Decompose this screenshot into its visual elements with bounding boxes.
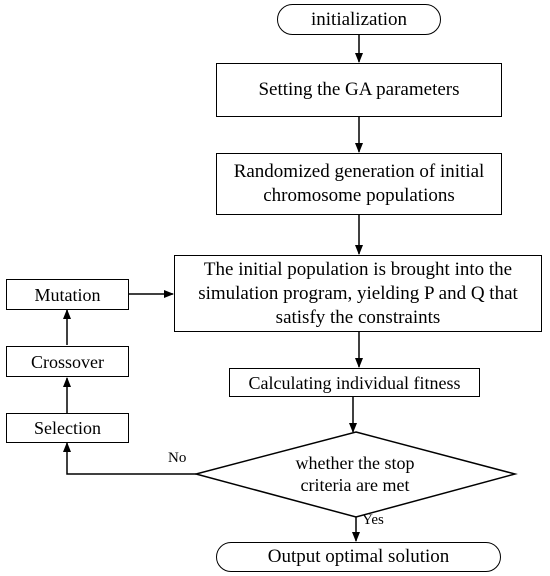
arrow-decision-to-selection: [63, 442, 196, 475]
random-generation-node: Randomized generation of initial chromos…: [216, 153, 502, 215]
mutation-node: Mutation: [6, 279, 129, 310]
output-node: Output optimal solution: [216, 542, 501, 572]
crossover-node: Crossover: [6, 346, 129, 377]
yes-label: Yes: [362, 512, 384, 528]
decision-label: whether the stop criteria are met: [295, 453, 415, 495]
start-node: initialization: [277, 4, 441, 35]
set-params-node: Setting the GA parameters: [216, 63, 502, 117]
selection-node: Selection: [6, 413, 129, 443]
no-label: No: [168, 450, 187, 466]
fitness-node: Calculating individual fitness: [229, 368, 480, 397]
simulation-node: The initial population is brought into t…: [174, 255, 542, 332]
